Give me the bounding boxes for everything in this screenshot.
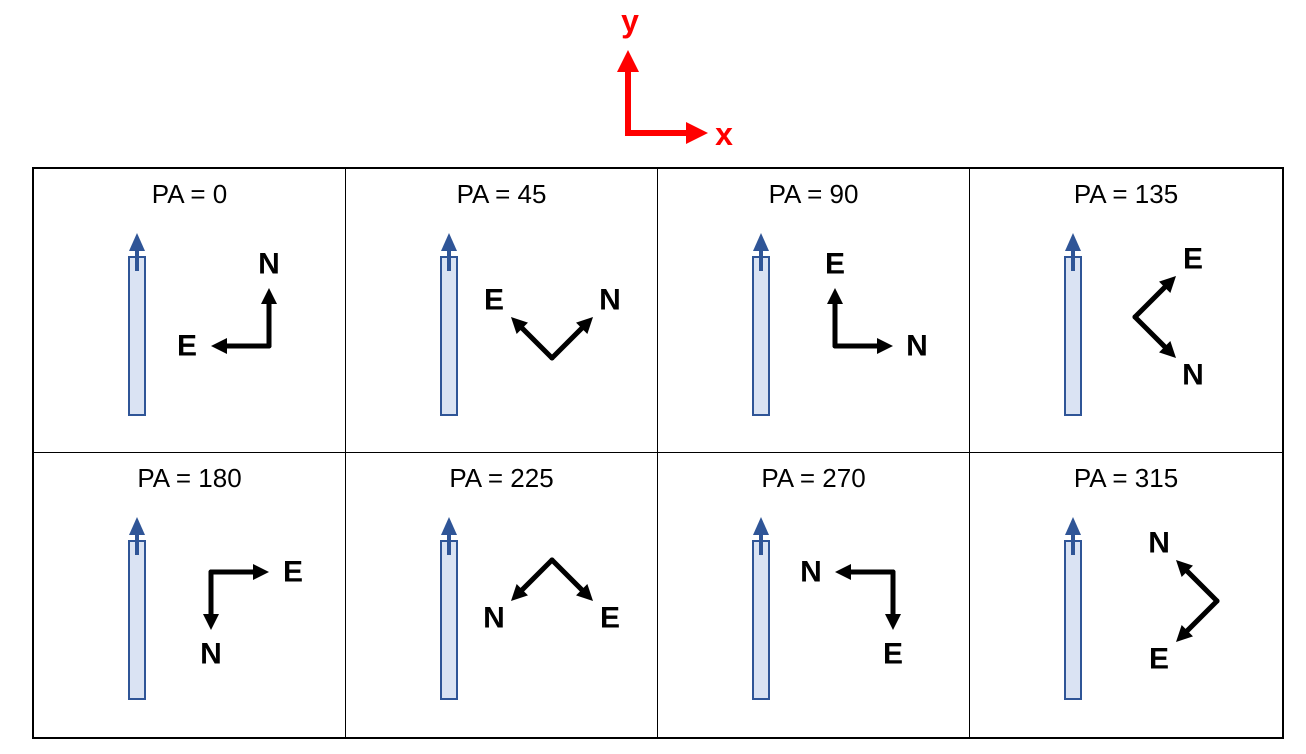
east-label: E [825, 248, 845, 281]
north-label: N [1148, 527, 1170, 560]
east-label: E [283, 556, 303, 589]
east-arrow-arrowhead [827, 288, 843, 304]
slit-direction-arrowhead [1065, 233, 1081, 251]
north-arrow-shaft [1184, 568, 1220, 604]
slit [440, 256, 458, 416]
north-arrow-arrowhead [576, 317, 594, 334]
east-arrow-arrowhead [1176, 625, 1193, 643]
slit [1064, 256, 1082, 416]
panel-drawing: NE [1064, 233, 1204, 416]
slit [128, 540, 146, 700]
north-arrow-shaft [519, 557, 555, 593]
slit-direction-arrowhead [129, 517, 145, 535]
north-arrow-arrowhead [1159, 341, 1176, 359]
north-label: N [200, 638, 222, 671]
pa-label: PA = 45 [456, 179, 547, 209]
east-label: E [1149, 642, 1169, 675]
north-arrow-shaft [549, 325, 585, 361]
north-label: N [800, 556, 822, 589]
slit-direction-arrowhead [1065, 517, 1081, 535]
north-label: N [906, 330, 928, 363]
north-arrow-arrowhead [203, 614, 219, 630]
east-arrow-arrowhead [1159, 275, 1176, 293]
y-axis-arrowhead [617, 50, 639, 72]
north-label: N [483, 601, 505, 634]
panel-drawing: NE [440, 233, 621, 416]
east-arrow-shaft [1132, 284, 1168, 320]
east-arrow-arrowhead [253, 564, 269, 580]
panel-drawing: NE [128, 517, 303, 700]
east-arrow-arrowhead [576, 584, 594, 601]
panel-drawing: NE [1064, 517, 1220, 700]
panel-drawing: NE [752, 233, 928, 416]
east-label: E [883, 638, 903, 671]
pa-label: PA = 90 [768, 179, 859, 209]
pa-label: PA = 270 [761, 463, 866, 493]
y-axis-label: y [621, 3, 639, 39]
north-label: N [599, 284, 621, 317]
pa-label: PA = 180 [137, 463, 242, 493]
x-axis-label: x [715, 116, 733, 152]
slit [752, 540, 770, 700]
north-arrow-arrowhead [510, 584, 528, 601]
panel-drawing: NE [128, 233, 280, 416]
slit-direction-arrowhead [753, 233, 769, 251]
slit-direction-arrowhead [441, 233, 457, 251]
slit-direction-arrowhead [129, 233, 145, 251]
slit [1064, 540, 1082, 700]
north-arrow-arrowhead [877, 338, 893, 354]
xy-axes-indicator: y x [617, 3, 733, 152]
east-arrow-arrowhead [211, 338, 227, 354]
pa-label: PA = 135 [1073, 179, 1179, 209]
east-arrow-shaft [519, 325, 555, 361]
panel-drawing: NE [752, 517, 903, 700]
east-arrow-arrowhead [510, 317, 528, 334]
pa-label: PA = 315 [1073, 463, 1179, 493]
slit [752, 256, 770, 416]
east-arrow-arrowhead [885, 614, 901, 630]
north-arrow-arrowhead [835, 564, 851, 580]
x-axis-arrowhead [686, 122, 708, 144]
east-label: E [177, 330, 197, 363]
slit-direction-arrowhead [753, 517, 769, 535]
slit-direction-arrowhead [441, 517, 457, 535]
east-arrow-shaft [1184, 598, 1220, 634]
north-label: N [1182, 358, 1204, 391]
slit [440, 540, 458, 700]
east-label: E [600, 601, 620, 634]
east-arrow-shaft [549, 557, 585, 593]
east-label: E [484, 284, 504, 317]
pa-label: PA = 225 [449, 463, 554, 493]
north-arrow-arrowhead [261, 288, 277, 304]
east-label: E [1183, 243, 1203, 276]
north-arrow-shaft [1132, 314, 1168, 350]
north-arrow-arrowhead [1176, 559, 1193, 577]
slit [128, 256, 146, 416]
north-label: N [258, 248, 280, 281]
pa-label: PA = 0 [151, 179, 228, 209]
